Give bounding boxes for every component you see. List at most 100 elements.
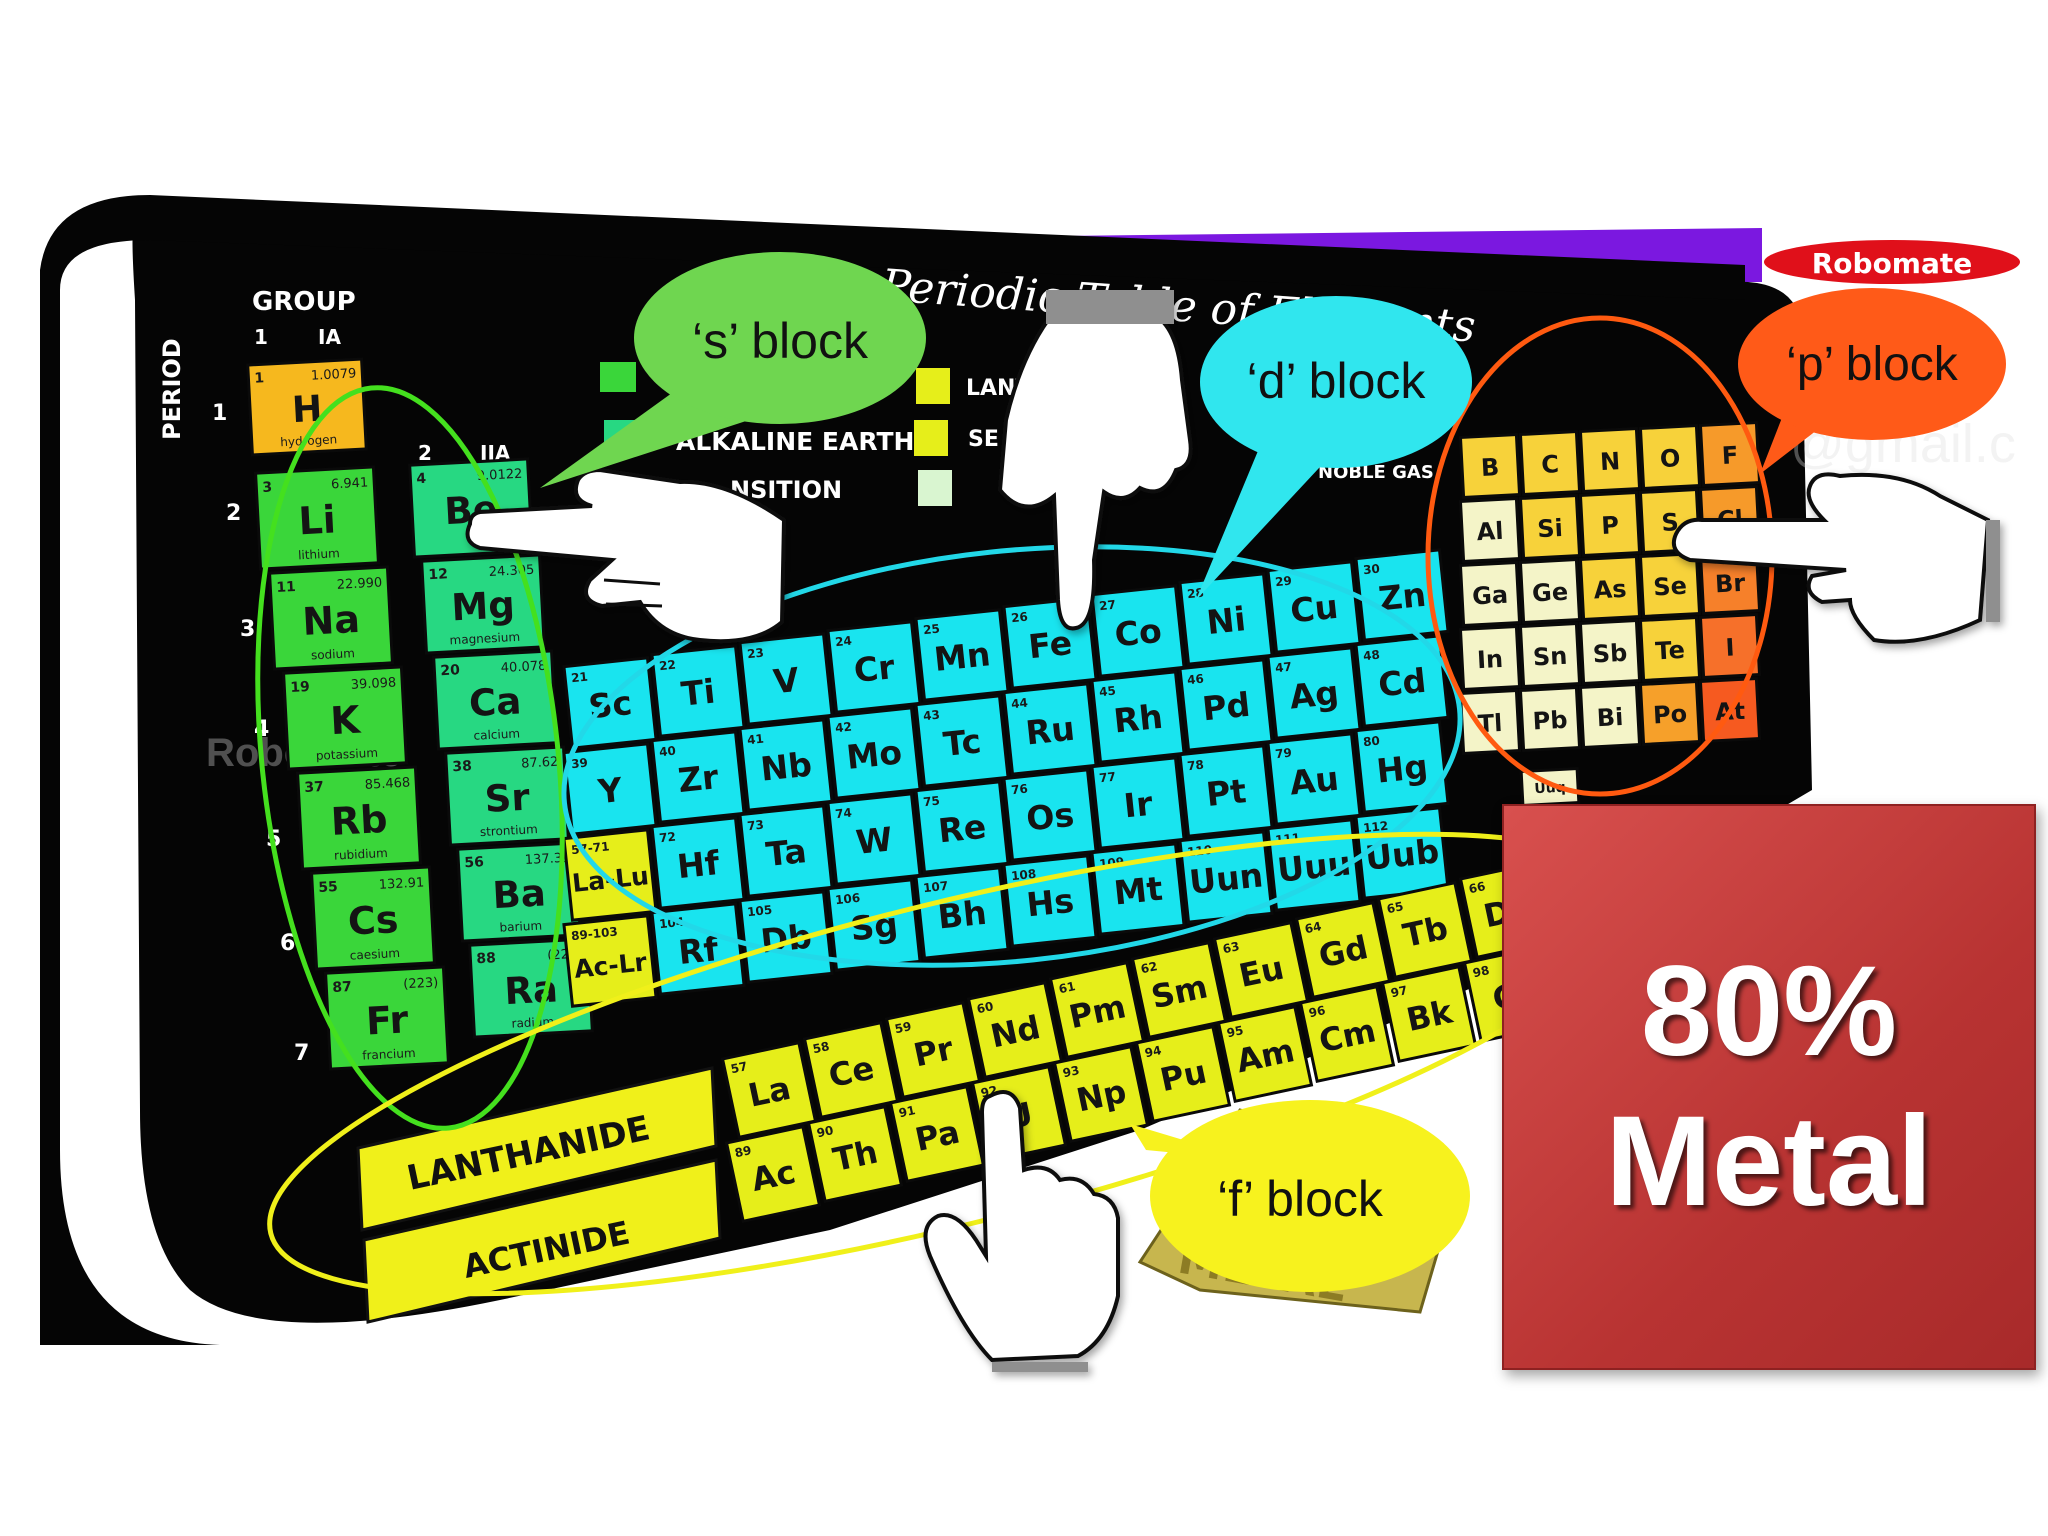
element-symbol: Uun bbox=[1187, 855, 1264, 902]
element-symbol: F bbox=[1721, 441, 1739, 470]
element-tile-bg bbox=[1178, 572, 1274, 666]
atomic-number: 27 bbox=[1098, 598, 1116, 614]
element-symbol: In bbox=[1476, 645, 1503, 674]
element-tile-bg bbox=[1048, 960, 1146, 1060]
element-symbol: Mg bbox=[450, 583, 515, 629]
element-tile-bg bbox=[1518, 621, 1582, 689]
element-symbol: Ni bbox=[1205, 599, 1248, 642]
element-tile-bg bbox=[1134, 1024, 1232, 1124]
element-symbol: I bbox=[1725, 633, 1735, 661]
element-symbol: Sr bbox=[484, 776, 532, 821]
atomic-number: 19 bbox=[290, 679, 310, 696]
atomic-number: 112 bbox=[1362, 819, 1388, 836]
brand-badge: Robomate bbox=[1764, 240, 2020, 284]
element-tile-bg bbox=[1518, 429, 1582, 497]
atomic-number: 62 bbox=[1139, 959, 1158, 976]
group-2-number: 2 bbox=[418, 441, 432, 465]
element-symbol: Mn bbox=[932, 634, 992, 679]
element-tile-bg bbox=[914, 608, 1010, 702]
element-tile-w: W74 bbox=[826, 792, 922, 886]
element-symbol: Ce bbox=[825, 1048, 877, 1095]
atomic-number: 61 bbox=[1057, 979, 1076, 996]
atomic-number: 1 bbox=[254, 370, 265, 386]
element-symbol: Rb bbox=[330, 797, 389, 844]
atomic-mass: 1.0079 bbox=[311, 366, 357, 383]
element-symbol: Tb bbox=[1400, 909, 1452, 955]
atomic-number: 58 bbox=[811, 1039, 830, 1056]
element-tile-c: C bbox=[1518, 429, 1582, 497]
element-name: magnesium bbox=[449, 630, 520, 648]
element-tile-ge: Ge bbox=[1518, 557, 1582, 625]
element-symbol: Fe bbox=[1026, 623, 1073, 666]
atomic-number: 87 bbox=[332, 979, 352, 996]
element-tile-b: B bbox=[1458, 432, 1522, 500]
s-block-outline bbox=[255, 385, 565, 1131]
element-symbol: Cr bbox=[852, 647, 897, 690]
atomic-number: 105 bbox=[746, 903, 772, 920]
element-tile-bg bbox=[1178, 658, 1274, 752]
atomic-number: 3 bbox=[262, 480, 273, 496]
element-symbol: Po bbox=[1652, 700, 1687, 730]
actinide-band bbox=[362, 1158, 722, 1324]
element-tile-bg bbox=[1578, 426, 1642, 494]
element-tile-bg bbox=[281, 665, 409, 771]
period-number: 1 bbox=[212, 401, 227, 426]
element-tile-bg bbox=[1216, 1004, 1314, 1104]
element-symbol: Sb bbox=[1592, 639, 1628, 669]
legend-swatch-alkali bbox=[600, 362, 636, 392]
atomic-number: 63 bbox=[1221, 939, 1240, 956]
element-tile-bg bbox=[1052, 1044, 1150, 1144]
element-symbol: Ga bbox=[1471, 581, 1508, 611]
element-symbol: Co bbox=[1113, 611, 1164, 655]
atomic-number: 97 bbox=[1389, 983, 1408, 1000]
atomic-number: 96 bbox=[1307, 1003, 1326, 1020]
element-tile-bg bbox=[738, 718, 834, 812]
atomic-number: 60 bbox=[975, 999, 994, 1016]
element-name: potassium bbox=[315, 746, 378, 763]
atomic-number: 46 bbox=[1186, 672, 1204, 688]
element-tile-bg bbox=[1354, 634, 1450, 728]
element-symbol: Nb bbox=[759, 745, 814, 789]
element-tile-bg bbox=[1458, 432, 1522, 500]
element-tile-bg bbox=[1130, 940, 1228, 1040]
hand-pointer-p-icon bbox=[1671, 472, 2000, 644]
element-tile-bg bbox=[826, 792, 922, 886]
element-name: rubidium bbox=[334, 846, 388, 863]
element-symbol: Y bbox=[595, 770, 625, 812]
element-name: caesium bbox=[349, 946, 400, 963]
element-symbol: Pa bbox=[912, 1113, 963, 1159]
element-symbol: Os bbox=[1024, 795, 1076, 839]
p-block-bubble: ‘p’ block bbox=[1738, 288, 2006, 474]
period-number: 2 bbox=[226, 501, 241, 526]
element-tile-bg bbox=[1002, 768, 1098, 862]
atomic-number: 11 bbox=[276, 579, 296, 596]
atomic-number: 90 bbox=[815, 1123, 834, 1140]
atomic-number: 94 bbox=[1143, 1043, 1162, 1060]
element-symbol: O bbox=[1659, 444, 1681, 473]
element-tile-bg bbox=[1090, 670, 1186, 764]
element-tile-bg bbox=[1638, 679, 1702, 747]
atomic-number: 21 bbox=[570, 670, 588, 686]
element-tile-bg bbox=[309, 865, 437, 971]
element-tile-si: Si bbox=[1518, 493, 1582, 561]
element-tile-sb: Sb bbox=[1578, 618, 1642, 686]
period-number: 3 bbox=[240, 617, 255, 642]
metal-label: Metal bbox=[1605, 1090, 1933, 1233]
f-block-label: ‘f’ block bbox=[1217, 1171, 1384, 1227]
